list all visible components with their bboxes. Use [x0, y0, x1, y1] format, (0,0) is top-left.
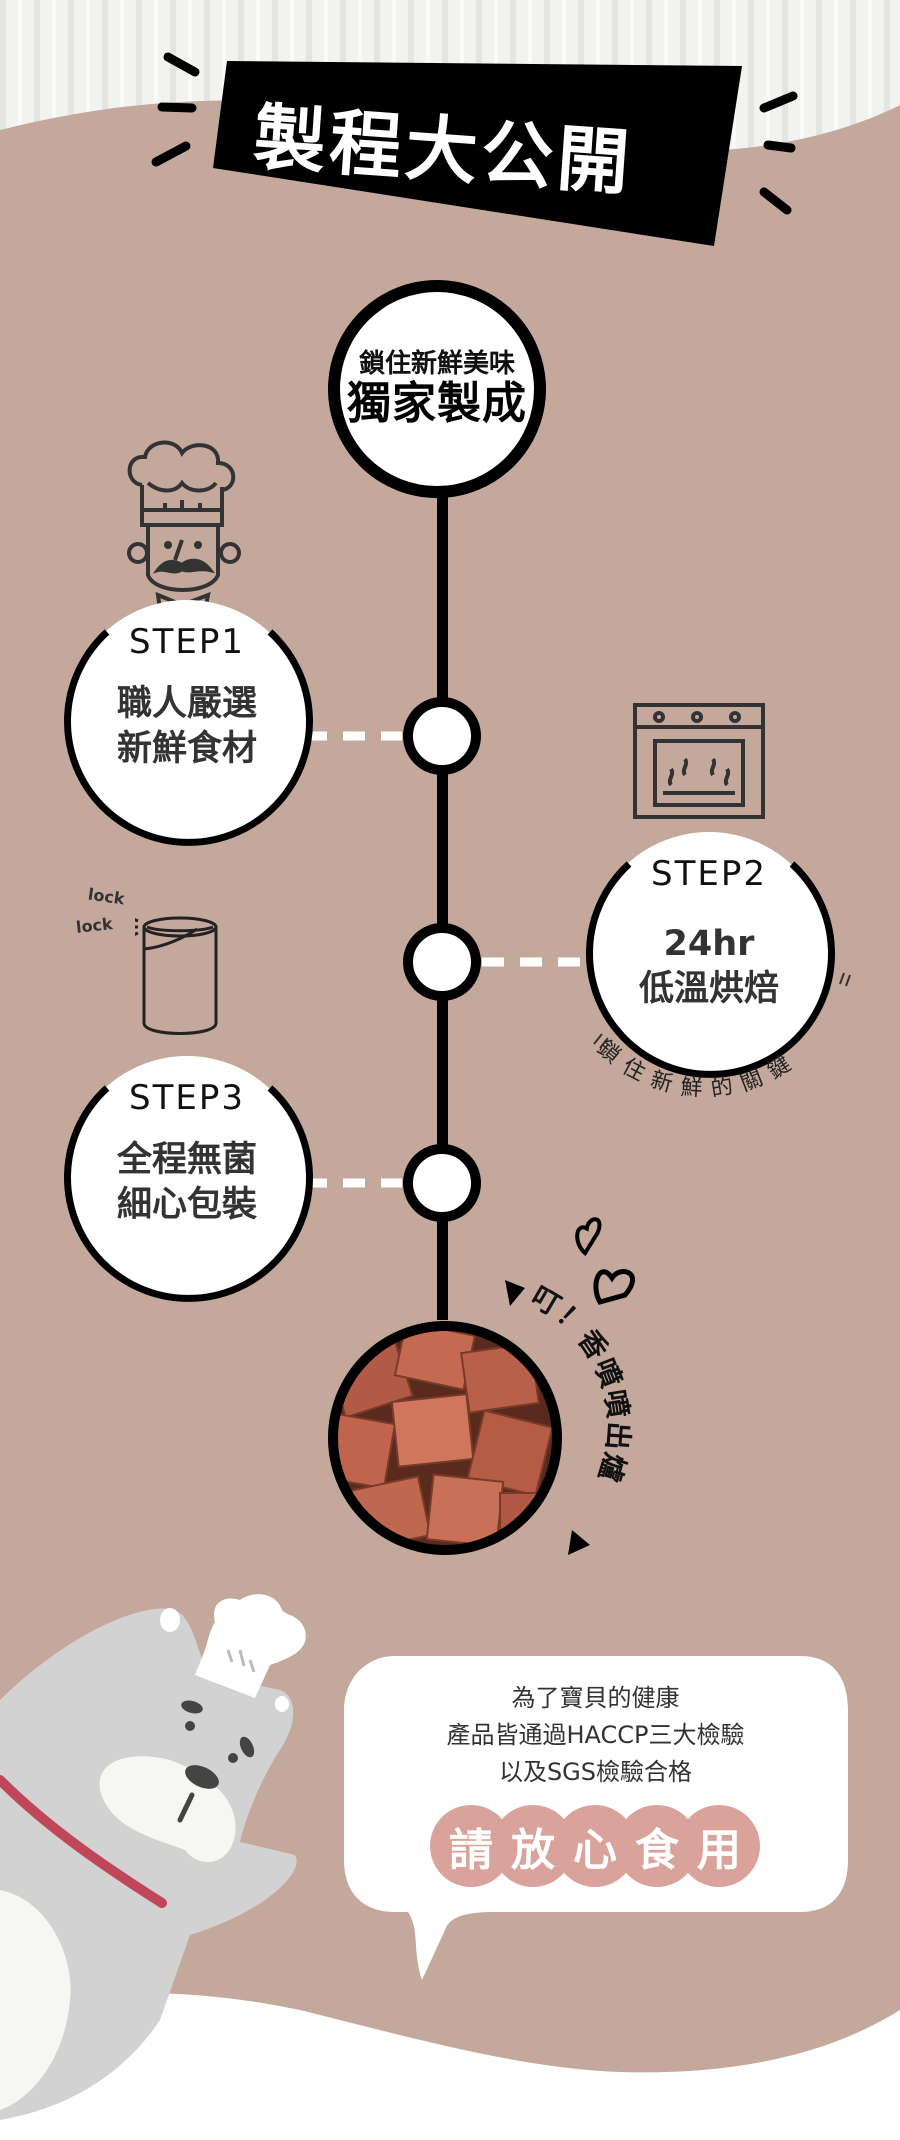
sealed-can-icon	[135, 916, 218, 1035]
hero-circle: 鎖住新鮮美味 獨家製成	[328, 280, 546, 498]
step3-circle: STEP3 全程無菌 細心包裝	[68, 1058, 306, 1296]
result-caption-arc: 叮！香噴噴出爐	[505, 1217, 635, 1555]
food-image	[328, 1321, 562, 1555]
step2-arc	[586, 832, 835, 1078]
title-banner	[151, 52, 798, 246]
step1-line2: 新鮮食材	[116, 728, 257, 769]
timeline-node-2	[403, 923, 481, 1001]
step1-line1: 職人嚴選	[116, 684, 257, 724]
dog-chef-illustration	[0, 1594, 306, 2120]
arrow-icon	[568, 1530, 590, 1555]
step3-text: 全程無菌 細心包裝	[68, 1138, 306, 1228]
timeline-node-3	[403, 1144, 481, 1222]
step2-label: STEP2	[651, 854, 767, 894]
hero-subtitle: 鎖住新鮮美味	[358, 348, 515, 379]
highlight-char: 用	[678, 1805, 760, 1887]
step2-line2: 低溫烘焙	[638, 968, 779, 1009]
step1-label: STEP1	[129, 622, 245, 662]
step2-line1: 24hr	[663, 924, 755, 964]
heart-icon	[575, 1217, 602, 1257]
step2-caption: 鎖住新鮮的關鍵	[592, 1036, 794, 1103]
bubble-line-1: 為了寶貝的健康	[511, 1684, 680, 1712]
step2-circle: STEP2 24hr 低溫烘焙	[590, 834, 828, 1072]
bubble-line-2: 產品皆通過HACCP三大檢驗	[446, 1721, 745, 1750]
svg-text:叮！香噴噴出爐: 叮！香噴噴出爐	[525, 1280, 635, 1488]
step2-text: 24hr 低溫烘焙	[590, 922, 828, 1012]
step3-line2: 細心包裝	[116, 1184, 257, 1225]
step3-label: STEP3	[129, 1078, 245, 1118]
bubble-text: 為了寶貝的健康 產品皆通過HACCP三大檢驗 以及SGS檢驗合格	[344, 1680, 847, 1792]
step1-arc	[64, 600, 313, 846]
arrow-icon	[505, 1280, 525, 1306]
lock-label-2: lock	[75, 914, 114, 937]
bubble-line-3: 以及SGS檢驗合格	[498, 1758, 693, 1787]
timeline-node-1	[403, 697, 481, 775]
hero-title: 獨家製成	[347, 377, 527, 429]
reassure-highlight: 請 放 心 食 用	[430, 1805, 760, 1895]
heart-icon	[593, 1269, 635, 1305]
result-caption: 叮！香噴噴出爐	[525, 1280, 633, 1488]
step1-text: 職人嚴選 新鮮食材	[68, 682, 306, 772]
svg-text:鎖住新鮮的關鍵: 鎖住新鮮的關鍵	[592, 1036, 804, 1103]
step1-circle: STEP1 職人嚴選 新鮮食材	[68, 602, 306, 840]
step3-line1: 全程無菌	[116, 1140, 257, 1180]
oven-icon	[633, 703, 765, 819]
step2-caption-arc: 鎖住新鮮的關鍵	[592, 972, 851, 1103]
step3-arc	[64, 1056, 313, 1302]
chef-icon	[127, 440, 241, 610]
